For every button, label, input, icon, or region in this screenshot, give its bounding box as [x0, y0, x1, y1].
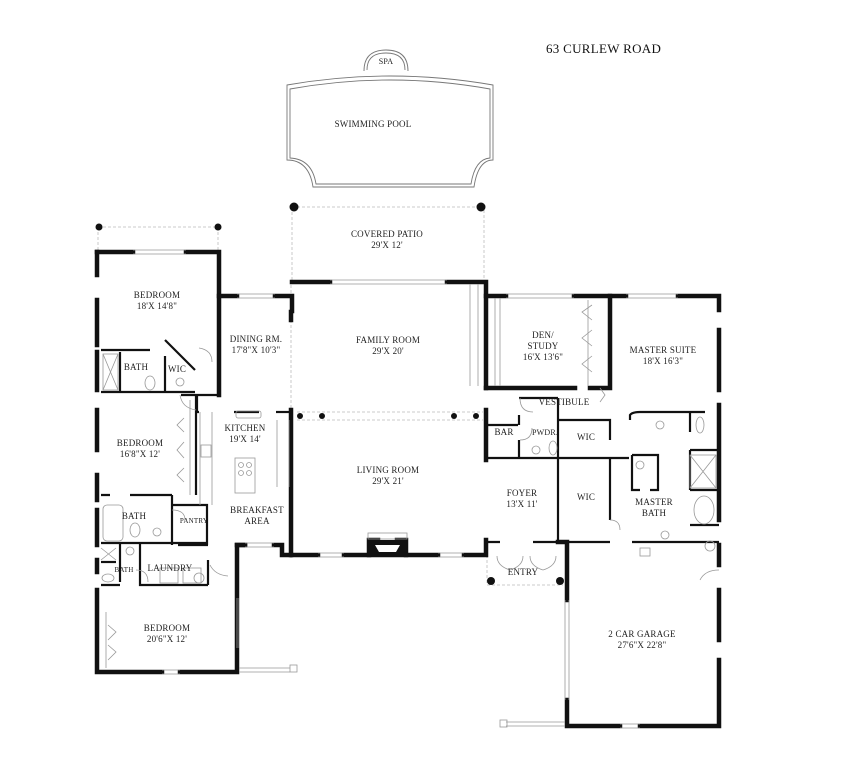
- foyer-label: FOYER 13'X 11': [506, 488, 537, 510]
- room-name: MASTER SUITE: [629, 345, 697, 355]
- room-name: BREAKFAST: [230, 505, 284, 515]
- breakfast-area-label: BREAKFAST AREA: [230, 505, 284, 527]
- room-name: FOYER: [506, 488, 538, 498]
- master-suite-label: MASTER SUITE 18'X 16'3": [630, 345, 697, 367]
- bath-2-label: BATH: [121, 511, 147, 521]
- pool-label: SWIMMING POOL: [334, 119, 412, 129]
- room-dims: 29'X 21': [372, 476, 404, 486]
- room-name: DINING RM.: [229, 334, 283, 344]
- swimming-pool-outline: [286, 49, 494, 188]
- room-name: BEDROOM: [116, 438, 164, 448]
- room-name: KITCHEN: [224, 423, 266, 433]
- master-bath-label: MASTER BATH: [635, 497, 673, 519]
- entry-label: ENTRY: [507, 567, 539, 577]
- bath-3-label: BATH: [114, 566, 134, 574]
- room-name: BEDROOM: [143, 623, 191, 633]
- bedroom-3-label: BEDROOM 20'6"X 12': [144, 623, 190, 645]
- room-name: DEN/: [532, 330, 554, 340]
- room-dims: 29'X 20': [372, 346, 404, 356]
- room-name: 2 CAR GARAGE: [608, 629, 676, 639]
- room-dims: 19'X 14': [229, 434, 261, 444]
- wic-1-label: WIC: [167, 364, 187, 374]
- room-dims: 17'8"X 10'3": [231, 345, 281, 355]
- wic-2-label: WIC: [576, 432, 596, 442]
- room-dims: 20'6"X 12': [146, 634, 188, 644]
- columns: [95, 202, 564, 585]
- powder-room-label: PWDR.: [531, 428, 559, 437]
- bar-label: BAR: [494, 427, 514, 437]
- fixtures-and-windows: [100, 249, 720, 729]
- family-room-label: FAMILY ROOM 29'X 20': [356, 335, 420, 357]
- vestibule-label: VESTIBULE: [538, 397, 590, 407]
- room-name-2: BATH: [641, 508, 667, 518]
- room-name: LIVING ROOM: [356, 465, 420, 475]
- den-study-label: DEN/ STUDY 16'X 13'6": [523, 330, 563, 363]
- room-name-2: STUDY: [527, 341, 559, 351]
- fireplace: [369, 540, 406, 555]
- garage-label: 2 CAR GARAGE 27'6"X 22'8": [608, 629, 675, 651]
- covered-patio-label: COVERED PATIO 29'X 12': [351, 229, 423, 251]
- room-name: COVERED PATIO: [350, 229, 424, 239]
- spa-label: SPA: [378, 57, 394, 66]
- room-dims: 13'X 11': [506, 499, 538, 509]
- kitchen-label: KITCHEN 19'X 14': [225, 423, 266, 445]
- wic-3-label: WIC: [576, 492, 596, 502]
- room-name: BEDROOM: [133, 290, 181, 300]
- room-dims: 27'6"X 22'8": [617, 640, 667, 650]
- room-name: MASTER: [635, 497, 673, 507]
- bedroom-1-label: BEDROOM 18'X 14'8": [134, 290, 180, 312]
- property-title: 63 CURLEW ROAD: [546, 41, 662, 56]
- room-name-2: AREA: [244, 516, 270, 526]
- room-dims: 18'X 14'8": [136, 301, 178, 311]
- room-dims: 16'8"X 12': [119, 449, 161, 459]
- bath-1-label: BATH: [123, 362, 149, 372]
- patio-outline: [97, 206, 563, 586]
- room-dims: 18'X 16'3": [642, 356, 684, 366]
- pantry-label: PANTRY: [179, 517, 209, 525]
- dining-room-label: DINING RM. 17'8"X 10'3": [230, 334, 283, 356]
- laundry-label: LAUNDRY: [147, 563, 193, 573]
- room-dims: 16'X 13'6": [522, 352, 564, 362]
- bedroom-2-label: BEDROOM 16'8"X 12': [117, 438, 163, 460]
- room-name: FAMILY ROOM: [355, 335, 421, 345]
- room-dims: 29'X 12': [371, 240, 403, 250]
- living-room-label: LIVING ROOM 29'X 21': [357, 465, 419, 487]
- interior-walls: [101, 339, 719, 587]
